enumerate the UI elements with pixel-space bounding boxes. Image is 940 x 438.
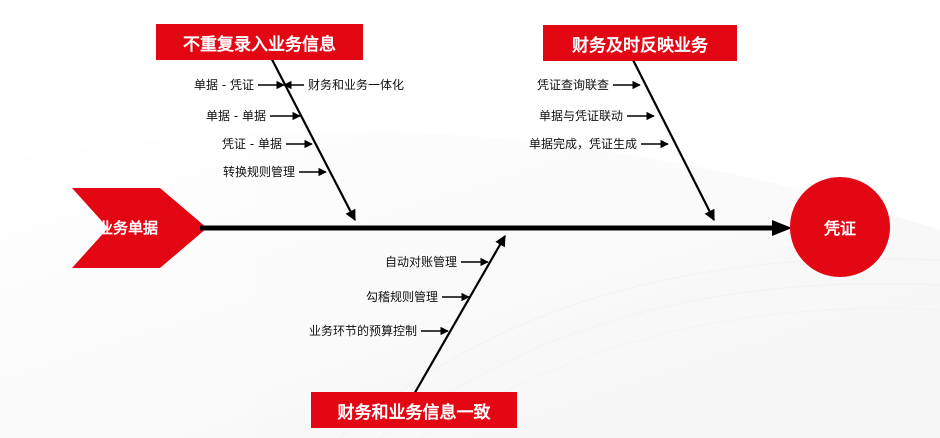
category-banner: 财务和业务信息一致 xyxy=(311,392,517,428)
bone-top-left xyxy=(263,43,356,221)
cause-label: 单据 - 单据 xyxy=(206,109,266,123)
cause-label: 财务和业务一体化 xyxy=(308,78,405,92)
cause-label: 勾稽规则管理 xyxy=(365,290,438,304)
bone-top-right xyxy=(624,43,715,221)
spine-arrowhead xyxy=(772,220,792,236)
cause-label: 自动对账管理 xyxy=(384,255,457,269)
bone-bottom xyxy=(412,235,506,397)
category-banner: 不重复录入业务信息 xyxy=(156,24,363,60)
category-banner: 财务及时反映业务 xyxy=(543,25,737,61)
tail-label: 业务单据 xyxy=(98,219,159,237)
cause-label: 凭证 - 单据 xyxy=(222,137,282,151)
cause-label: 单据 - 凭证 xyxy=(194,78,254,92)
cause-label: 单据与凭证联动 xyxy=(538,109,623,123)
cause-label: 转换规则管理 xyxy=(222,165,295,179)
cause-label: 业务环节的预算控制 xyxy=(308,324,417,338)
fish-tail xyxy=(72,188,207,268)
fish-head xyxy=(790,177,890,277)
head-label: 凭证 xyxy=(823,219,856,238)
cause-label: 凭证查询联查 xyxy=(536,78,609,92)
cause-label: 单据完成，凭证生成 xyxy=(528,137,637,151)
